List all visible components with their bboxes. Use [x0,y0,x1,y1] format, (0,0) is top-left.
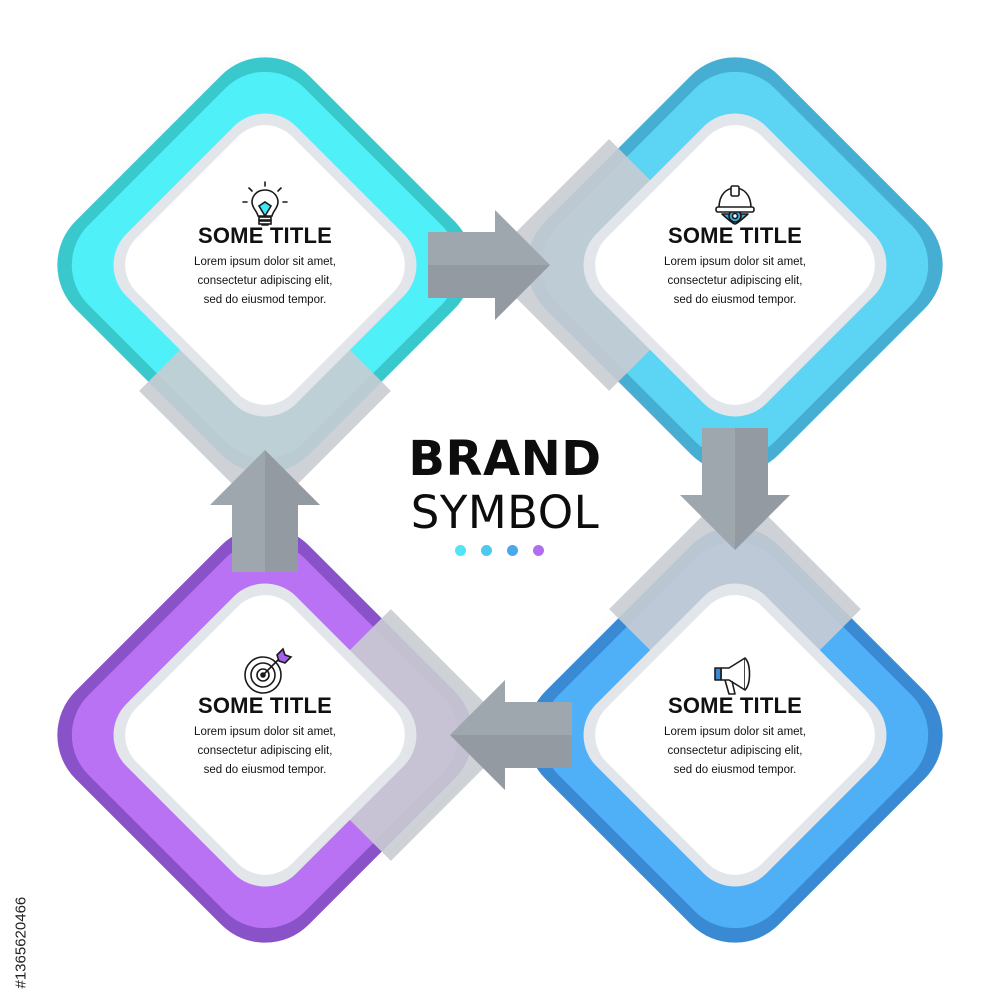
step-4-description: Lorem ipsum dolor sit amet, consectetur … [150,723,380,780]
brand-symbol: BRAND SYMBOL [360,430,650,538]
node-1-card [125,125,405,405]
dot-2 [481,545,492,556]
arrow-up-shade [265,450,320,572]
description-line: consectetur adipiscing elit, [197,275,333,287]
description-line: sed do eiusmod tempor. [673,764,797,776]
lightbulb-icon [242,181,288,226]
step-node-1 [57,57,473,517]
megaphone-icon [714,657,751,695]
step-3-description: Lorem ipsum dolor sit amet, consectetur … [620,723,850,780]
description-line: consectetur adipiscing elit, [197,745,333,757]
arrow-left-shade [450,735,572,790]
step-2-text: SOME TITLE Lorem ipsum dolor sit amet, c… [600,130,870,400]
arrow-down [680,428,790,550]
step-node-4 [57,527,517,943]
description-line: Lorem ipsum dolor sit amet, [664,726,806,738]
node-2-card [595,125,875,405]
arrow-left [450,680,572,790]
color-dots [455,545,555,559]
node-3-card [595,595,875,875]
dot-4 [533,545,544,556]
description-line: consectetur adipiscing elit, [667,275,803,287]
step-2-description: Lorem ipsum dolor sit amet, consectetur … [620,253,850,310]
brand-title: BRAND [408,431,602,487]
step-3-title: SOME TITLE [668,693,802,718]
step-3-text: SOME TITLE Lorem ipsum dolor sit amet, c… [600,600,870,870]
description-line: Lorem ipsum dolor sit amet, [194,726,336,738]
step-4-title: SOME TITLE [198,693,332,718]
step-1-text: SOME TITLE Lorem ipsum dolor sit amet, c… [130,130,400,400]
step-node-3 [527,483,943,943]
description-line: sed do eiusmod tempor. [203,294,327,306]
node-4-card [125,595,405,875]
target-dart-icon [244,647,293,694]
step-1-description: Lorem ipsum dolor sit amet, consectetur … [150,253,380,310]
description-line: sed do eiusmod tempor. [203,764,327,776]
stock-id-watermark: #1365620466 [6,750,30,990]
arrow-up [210,450,320,572]
brand-subtitle: SYMBOL [410,486,600,539]
description-line: Lorem ipsum dolor sit amet, [194,256,336,268]
arrow-right-shade [428,265,550,320]
step-1-title: SOME TITLE [198,223,332,248]
description-line: Lorem ipsum dolor sit amet, [664,256,806,268]
description-line: consectetur adipiscing elit, [667,745,803,757]
dot-1 [455,545,466,556]
hardhat-gear-icon [715,185,755,225]
step-node-2 [483,57,943,473]
arrow-right [428,210,550,320]
description-line: sed do eiusmod tempor. [673,294,797,306]
step-2-title: SOME TITLE [668,223,802,248]
dot-3 [507,545,518,556]
arrow-down-shade [735,428,790,550]
stock-id-text: #1365620466 [12,896,30,989]
step-4-text: SOME TITLE Lorem ipsum dolor sit amet, c… [130,600,400,870]
